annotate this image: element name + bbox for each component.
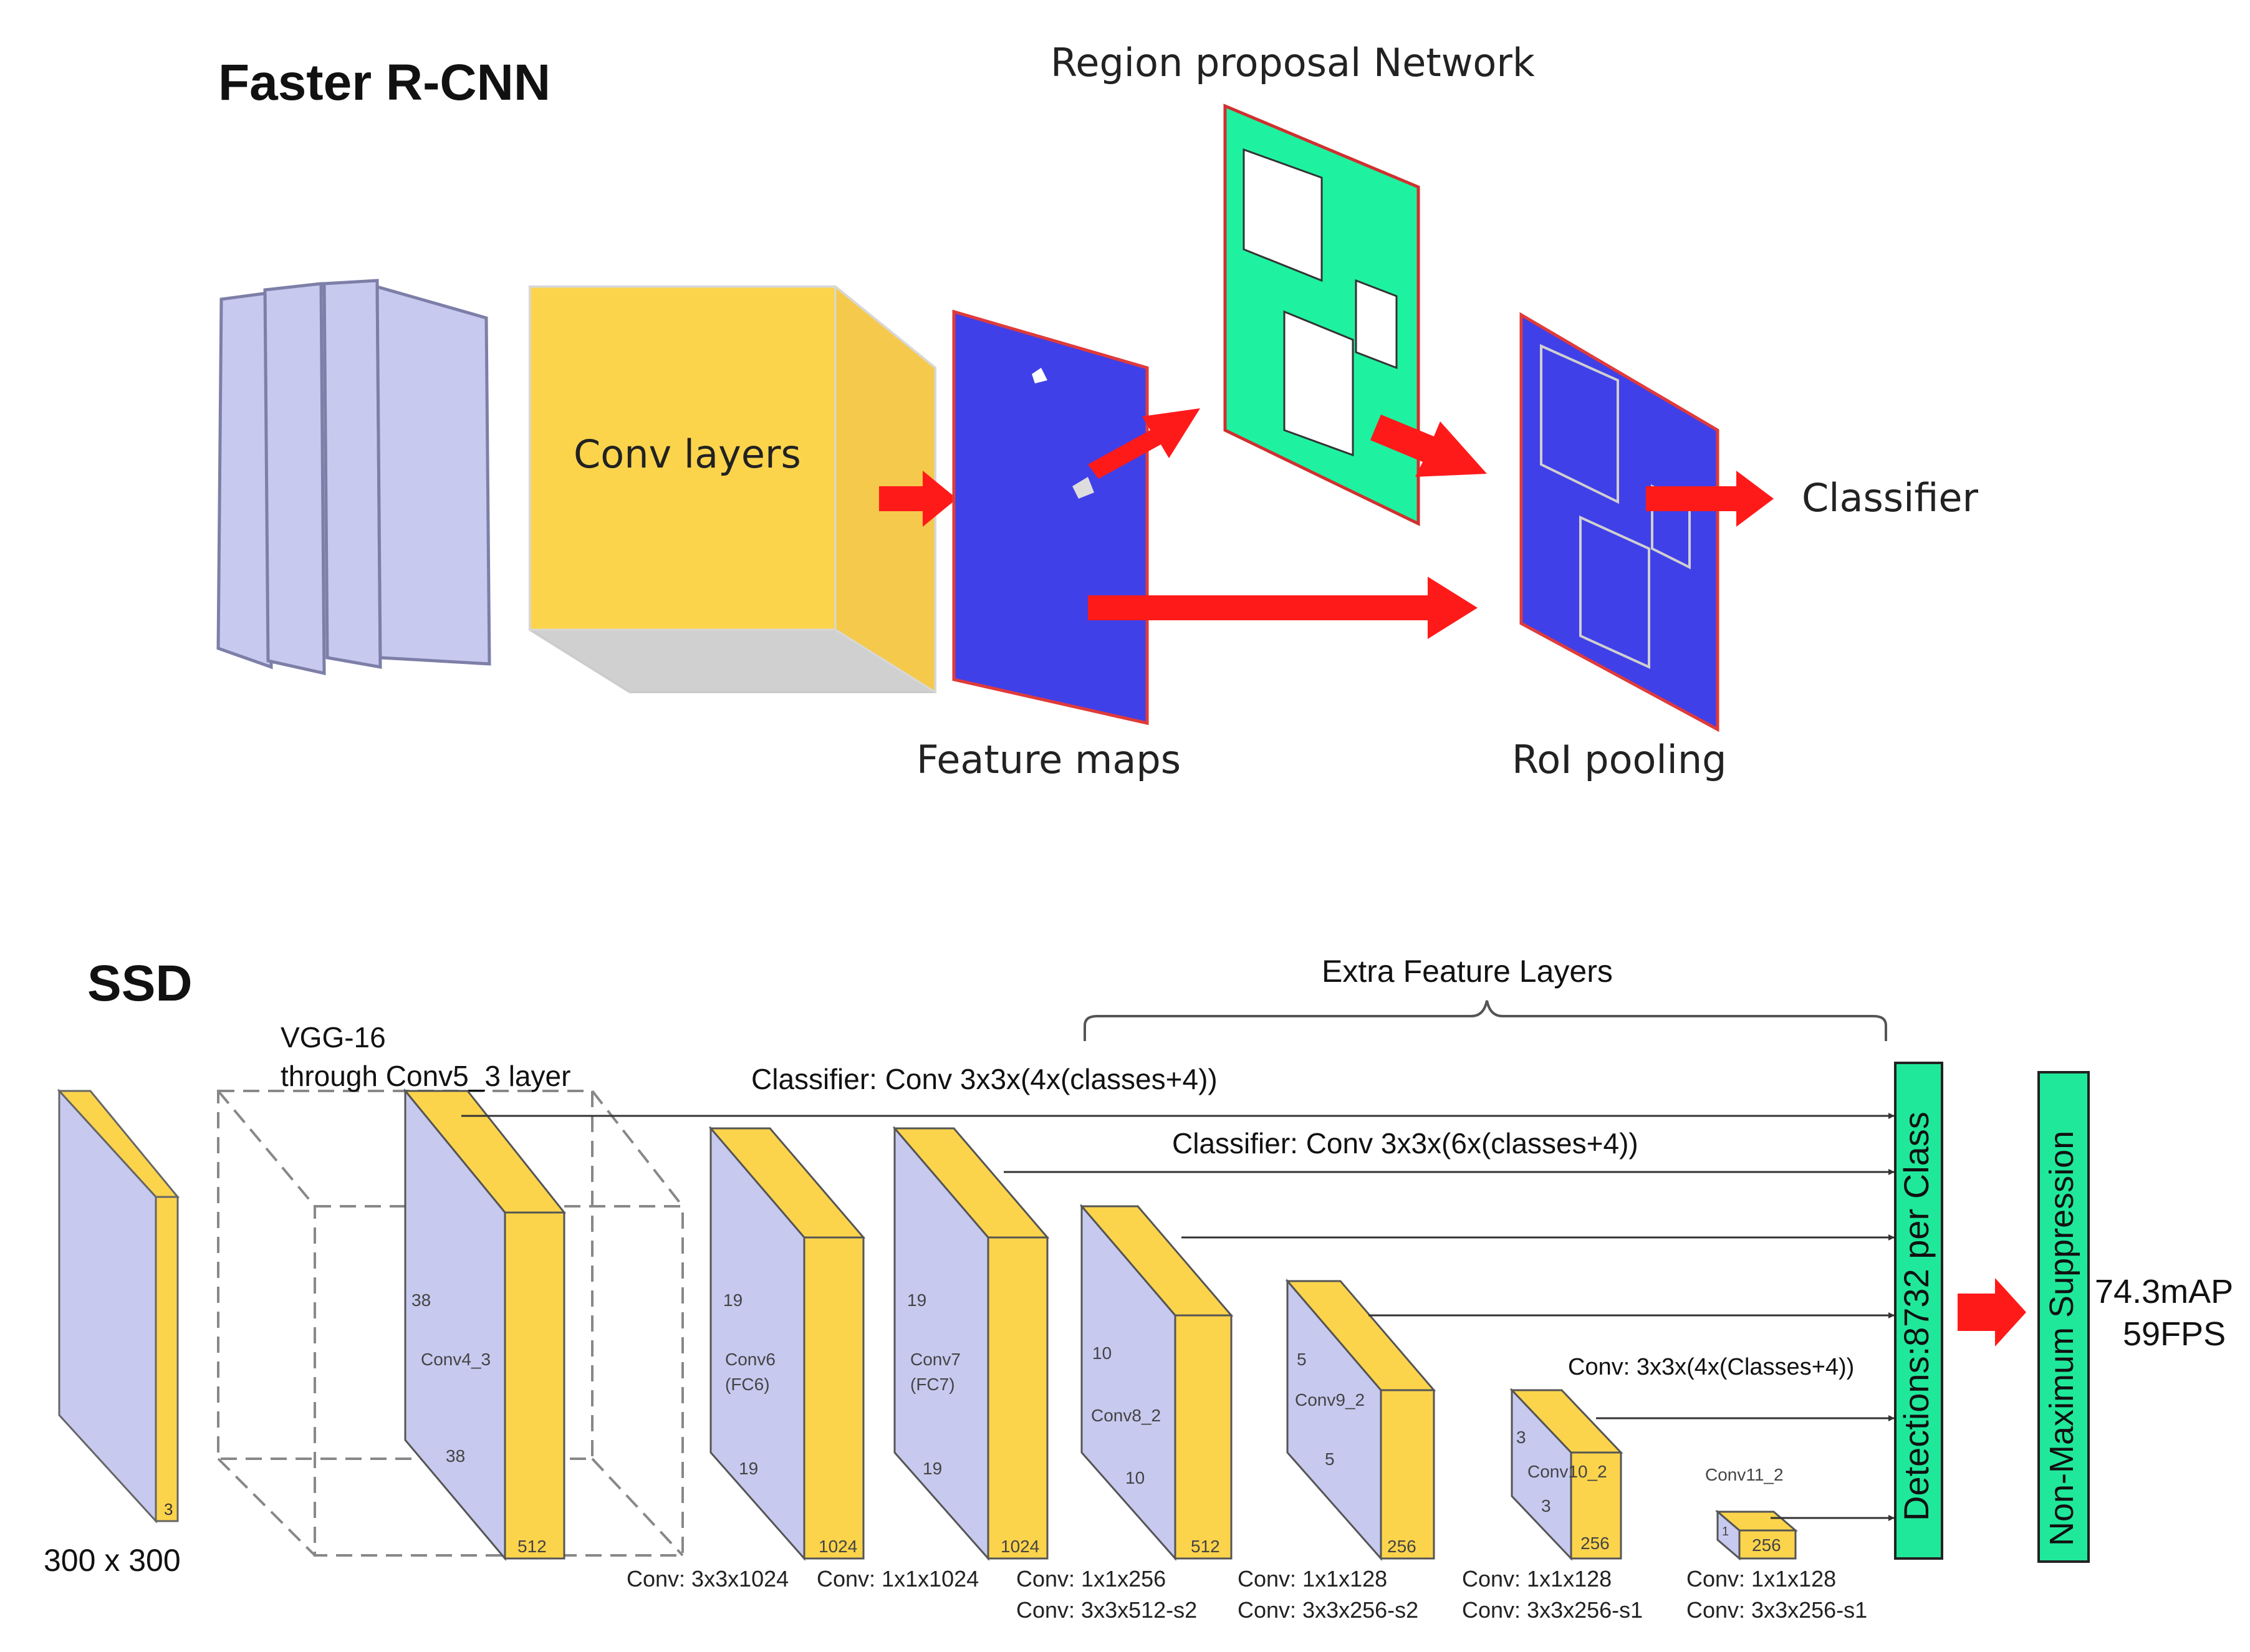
- conv6-w: 19: [739, 1459, 758, 1478]
- conv4-3-d: 512: [517, 1537, 547, 1556]
- fps-result: 59FPS: [2123, 1315, 2226, 1353]
- conv4-3-w: 38: [446, 1446, 465, 1466]
- ssd-input-image: [57, 1088, 180, 1524]
- conv7-block: [892, 1125, 1050, 1561]
- conv9-2-d: 256: [1387, 1537, 1416, 1556]
- conv9-2-name: Conv9_2: [1295, 1390, 1365, 1409]
- classifier3-label: Conv: 3x3x(4x(Classes+4)): [1568, 1354, 1854, 1380]
- input-depth: 3: [164, 1500, 173, 1519]
- arrow-rpn-to-roi: [1370, 415, 1487, 477]
- op3b-label: Conv: 3x3x512-s2: [1016, 1597, 1197, 1623]
- ssd-title: SSD: [87, 955, 193, 1012]
- faster-rcnn-title: Faster R-CNN: [218, 54, 550, 111]
- conv10-2-d: 256: [1580, 1534, 1610, 1553]
- nms-label: Non-Maximum Suppression: [2043, 1131, 2080, 1546]
- arrow-feature-to-rpn: [1088, 408, 1200, 479]
- conv11-2-name: Conv11_2: [1705, 1465, 1784, 1484]
- conv11-2-d: 256: [1752, 1535, 1781, 1555]
- conv8-2-block: [1079, 1203, 1234, 1561]
- roi-pooling-map: [1519, 312, 1719, 732]
- classifier-label: Classifier: [1802, 475, 1979, 521]
- conv10-2-block: [1509, 1388, 1623, 1561]
- op6a-label: Conv: 1x1x128: [1686, 1566, 1836, 1592]
- input-image-stack: [216, 279, 491, 676]
- detections-label: Detections:8732 per Class: [1897, 1112, 1936, 1521]
- conv7-d: 1024: [1001, 1537, 1039, 1556]
- conv8-2-name: Conv8_2: [1091, 1406, 1161, 1425]
- classifier1-label: Classifier: Conv 3x3x(4x(classes+4)): [751, 1063, 1218, 1095]
- conv10-2-w: 3: [1541, 1496, 1551, 1515]
- classifier-arrows: [461, 1113, 1895, 1521]
- conv8-2-w: 10: [1125, 1468, 1145, 1487]
- conv-layers-block: [529, 284, 936, 694]
- conv6-d: 1024: [819, 1537, 857, 1556]
- op5a-label: Conv: 1x1x128: [1462, 1566, 1612, 1592]
- conv7-name1: Conv7: [910, 1350, 961, 1369]
- conv10-2-h: 3: [1516, 1428, 1526, 1447]
- roi-pooling-label: RoI pooling: [1512, 737, 1727, 782]
- conv6-name1: Conv6: [725, 1350, 776, 1369]
- op6b-label: Conv: 3x3x256-s1: [1686, 1597, 1867, 1623]
- conv9-2-w: 5: [1325, 1449, 1335, 1469]
- nms-box: [2037, 1071, 2090, 1563]
- conv8-2-d: 512: [1191, 1537, 1220, 1556]
- conv9-2-h: 5: [1297, 1350, 1307, 1369]
- vgg-label-line1: VGG-16: [281, 1021, 386, 1054]
- op1-label: Conv: 3x3x1024: [627, 1566, 789, 1592]
- conv4-3-name: Conv4_3: [421, 1350, 491, 1369]
- conv8-2-h: 10: [1092, 1343, 1112, 1363]
- arrow-roi-to-classifier: [1646, 471, 1774, 527]
- conv6-h: 19: [723, 1290, 743, 1310]
- rpn-map: [1223, 103, 1420, 526]
- input-size-label: 300 x 300: [44, 1543, 181, 1578]
- feature-maps-label: Feature maps: [916, 737, 1181, 782]
- conv6-block: [708, 1125, 866, 1561]
- conv7-h: 19: [907, 1290, 926, 1310]
- rpn-label: Region proposal Network: [1050, 40, 1535, 85]
- op4b-label: Conv: 3x3x256-s2: [1238, 1597, 1418, 1623]
- map-result: 74.3mAP: [2095, 1273, 2233, 1310]
- conv9-2-block: [1285, 1278, 1436, 1561]
- arrow-detections-to-nms: [1958, 1278, 2026, 1347]
- op2-label: Conv: 1x1x1024: [817, 1566, 979, 1592]
- conv4-3-h: 38: [411, 1290, 431, 1310]
- conv11-2-h: 1: [1722, 1525, 1729, 1539]
- conv10-2-name: Conv10_2: [1527, 1462, 1607, 1481]
- classifier2-label: Classifier: Conv 3x3x(6x(classes+4)): [1172, 1127, 1638, 1160]
- op4a-label: Conv: 1x1x128: [1238, 1566, 1387, 1592]
- detections-box: [1894, 1062, 1943, 1560]
- conv6-name2: (FC6): [725, 1375, 770, 1394]
- extra-layers-brace: [1084, 1000, 1887, 1041]
- arrow-conv-to-feature: [879, 471, 957, 527]
- op3a-label: Conv: 1x1x256: [1016, 1566, 1166, 1592]
- arrow-feature-to-roi: [1088, 577, 1478, 639]
- conv11-2-block: [1714, 1509, 1799, 1561]
- vgg-label-line2: through Conv5_3 layer: [281, 1060, 570, 1092]
- feature-map: [952, 309, 1149, 726]
- conv7-name2: (FC7): [910, 1375, 955, 1394]
- op5b-label: Conv: 3x3x256-s1: [1462, 1597, 1643, 1623]
- conv4-3-block: [403, 1088, 567, 1562]
- conv7-w: 19: [923, 1459, 942, 1478]
- conv-layers-label: Conv layers: [574, 431, 801, 477]
- extra-layers-label: Extra Feature Layers: [1322, 954, 1613, 989]
